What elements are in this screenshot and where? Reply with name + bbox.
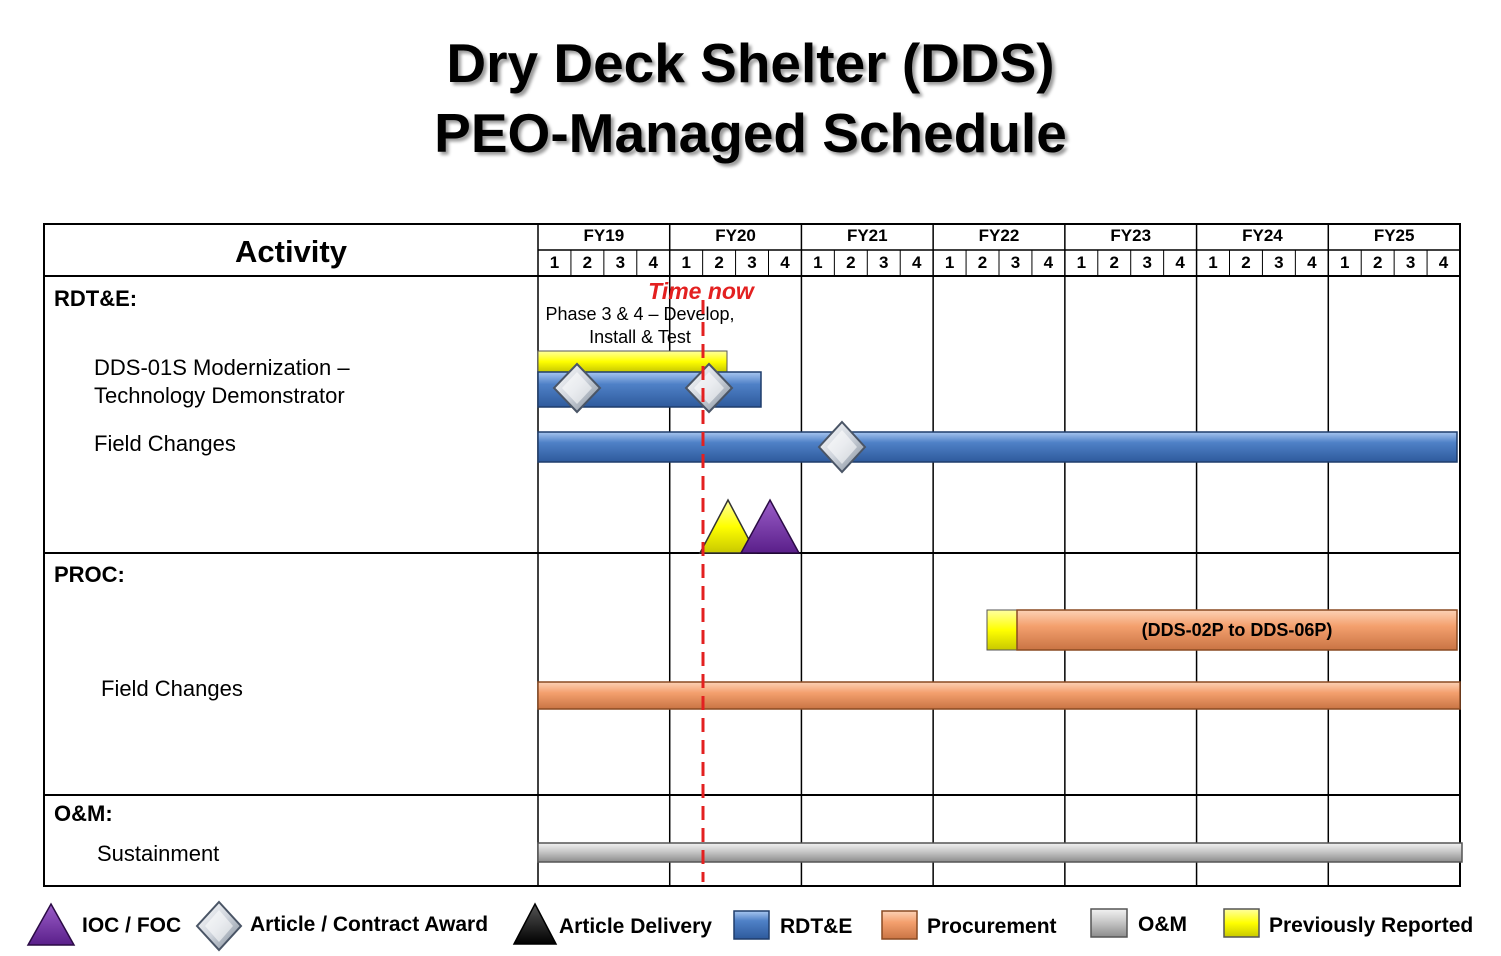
phase-annotation-line2: Install & Test [589, 327, 691, 347]
fy-label: FY23 [1110, 226, 1151, 245]
legend-award-label: Article / Contract Award [250, 913, 488, 936]
legend-delivery-label: Article Delivery [559, 915, 712, 938]
article-award-diamond-3 [817, 420, 867, 474]
fy-label: FY20 [715, 226, 756, 245]
quarter-label: 1 [945, 253, 954, 272]
proc-bar-label: (DDS-02P to DDS-06P) [1142, 620, 1333, 640]
quarter-label: 2 [1110, 253, 1119, 272]
proc-field-changes-bar [537, 681, 1461, 710]
legend-delivery-icon [512, 902, 558, 945]
om-sustainment-bar [537, 842, 1463, 863]
page-title-line1: Dry Deck Shelter (DDS) [446, 32, 1055, 94]
rdte-item-field-changes: Field Changes [94, 431, 236, 456]
quarter-label: 2 [714, 253, 723, 272]
legend-procurement-label: Procurement [927, 915, 1057, 938]
proc-item-field-changes: Field Changes [101, 676, 243, 701]
table-frame [43, 223, 1461, 887]
quarter-label: 4 [780, 253, 790, 272]
quarter-label: 2 [583, 253, 592, 272]
quarter-label: 1 [681, 253, 690, 272]
previously-reported-ioc-triangle [698, 498, 758, 554]
legend-om-label: O&M [1138, 913, 1187, 936]
quarter-label: 3 [879, 253, 888, 272]
om-item-sustainment: Sustainment [97, 841, 219, 866]
quarter-label: 1 [1077, 253, 1086, 272]
quarter-label: 1 [813, 253, 822, 272]
phase-annotation-line1: Phase 3 & 4 – Develop, [545, 304, 734, 324]
page-title-line2: PEO-Managed Schedule [434, 102, 1067, 164]
rdte-item-modernization-line2: Technology Demonstrator [94, 383, 345, 408]
proc-section-label: PROC: [54, 562, 125, 587]
legend-previous-swatch [1223, 908, 1260, 938]
quarter-header-grid: 1 2 3 4 1 2 3 4 1 2 3 4 1 2 3 4 1 2 3 4 1 2 3 4 1 2 3 4 [550, 250, 1449, 276]
ioc-foc-triangle [739, 498, 801, 554]
quarter-label: 3 [1406, 253, 1415, 272]
legend-previous-label: Previously Reported [1269, 914, 1473, 937]
rdte-field-changes-bar [537, 431, 1458, 463]
quarter-label: 3 [1011, 253, 1020, 272]
quarter-label: 2 [1241, 253, 1250, 272]
fy-label: FY25 [1374, 226, 1415, 245]
quarter-label: 2 [846, 253, 855, 272]
om-section-label: O&M: [54, 801, 113, 826]
quarter-label: 4 [1044, 253, 1054, 272]
article-award-diamond-1 [552, 362, 602, 414]
modernization-previously-reported-bar [537, 350, 728, 373]
quarter-label: 2 [978, 253, 987, 272]
quarter-label: 1 [1208, 253, 1217, 272]
legend-award-icon [195, 900, 243, 952]
quarter-label: 3 [1274, 253, 1283, 272]
quarter-label: 4 [1175, 253, 1185, 272]
quarter-label: 3 [747, 253, 756, 272]
legend-ioc-foc-icon [26, 902, 76, 946]
quarter-label: 1 [1340, 253, 1349, 272]
rdte-section-label: RDT&E: [54, 286, 137, 311]
fy-label: FY19 [584, 226, 625, 245]
proc-previously-reported-bar [986, 609, 1018, 651]
quarter-label: 4 [1439, 253, 1449, 272]
quarter-label: 1 [550, 253, 559, 272]
quarter-label: 4 [912, 253, 922, 272]
quarter-label: 4 [649, 253, 659, 272]
time-now-label: Time now [648, 278, 756, 304]
proc-procurement-bar [1016, 609, 1458, 651]
quarter-label: 4 [1307, 253, 1317, 272]
legend-rdte-swatch [733, 910, 770, 940]
fiscal-year-grid: FY19 FY20 FY21 FY22 FY23 FY24 FY25 [584, 224, 1415, 886]
quarter-label: 2 [1373, 253, 1382, 272]
rdte-item-modernization-line1: DDS-01S Modernization – [94, 355, 350, 380]
activity-header: Activity [235, 234, 348, 269]
fy-label: FY24 [1242, 226, 1283, 245]
legend-om-swatch [1090, 908, 1128, 938]
quarter-label: 3 [616, 253, 625, 272]
legend-ioc-foc-label: IOC / FOC [82, 914, 181, 937]
fy-label: FY22 [979, 226, 1020, 245]
legend-rdte-label: RDT&E [780, 915, 852, 938]
legend-procurement-swatch [881, 910, 918, 940]
fy-label: FY21 [847, 226, 888, 245]
quarter-label: 3 [1142, 253, 1151, 272]
